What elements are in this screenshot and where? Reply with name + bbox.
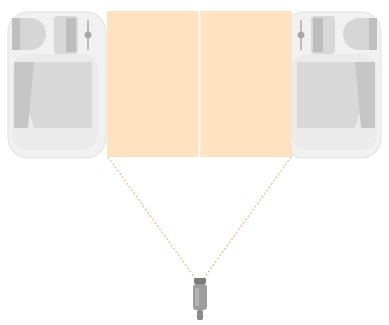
device-right-knob bbox=[343, 18, 373, 50]
camera-body-highlight bbox=[195, 288, 199, 306]
camera-beam bbox=[107, 156, 292, 279]
beam-right-line bbox=[203, 156, 292, 279]
device-right-slope bbox=[297, 62, 375, 128]
device-right-knob-base bbox=[369, 18, 377, 50]
device-left-slope-shadow bbox=[14, 62, 34, 128]
beam-left-line bbox=[107, 156, 196, 279]
device-right-control-dot bbox=[297, 31, 305, 39]
device-right-panel-slot bbox=[313, 18, 323, 52]
projection-area bbox=[107, 11, 292, 157]
camera-lens bbox=[194, 278, 206, 284]
device-left-control-dot bbox=[84, 31, 92, 39]
camera-stem bbox=[197, 310, 203, 320]
device-right bbox=[282, 11, 382, 159]
device-left-slope bbox=[14, 62, 92, 128]
device-left bbox=[7, 11, 107, 159]
device-left-panel-slot bbox=[66, 18, 76, 52]
camera-device bbox=[193, 278, 207, 320]
device-left-knob-base bbox=[12, 18, 20, 50]
device-left-knob bbox=[16, 18, 46, 50]
device-right-slope-shadow bbox=[355, 62, 375, 128]
